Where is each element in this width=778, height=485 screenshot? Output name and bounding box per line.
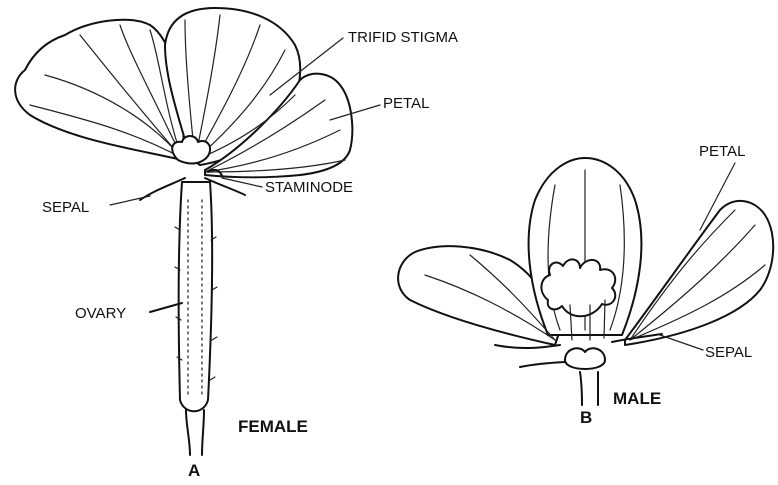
- female-flower: [15, 8, 352, 455]
- label-sepal-male: SEPAL: [705, 344, 752, 361]
- label-sepal-female: SEPAL: [42, 199, 89, 216]
- male-sepal-left: [495, 345, 560, 348]
- label-ovary: OVARY: [75, 305, 126, 322]
- female-left-petal: [15, 20, 183, 160]
- male-right-petal: [625, 201, 773, 345]
- female-ovary: [179, 182, 212, 411]
- label-letter-b: B: [580, 408, 592, 427]
- male-stalk: [580, 372, 598, 405]
- label-male: MALE: [613, 389, 661, 408]
- male-sepal-left-2: [520, 362, 565, 367]
- label-female: FEMALE: [238, 417, 308, 436]
- label-staminode: STAMINODE: [265, 179, 353, 196]
- male-flower: [398, 158, 773, 405]
- label-petal-male: PETAL: [699, 143, 745, 160]
- label-petal-female: PETAL: [383, 95, 429, 112]
- female-stalk: [186, 410, 204, 455]
- male-receptacle: [565, 348, 605, 369]
- label-letter-a: A: [188, 461, 200, 480]
- label-trifid-stigma: TRIFID STIGMA: [348, 29, 458, 46]
